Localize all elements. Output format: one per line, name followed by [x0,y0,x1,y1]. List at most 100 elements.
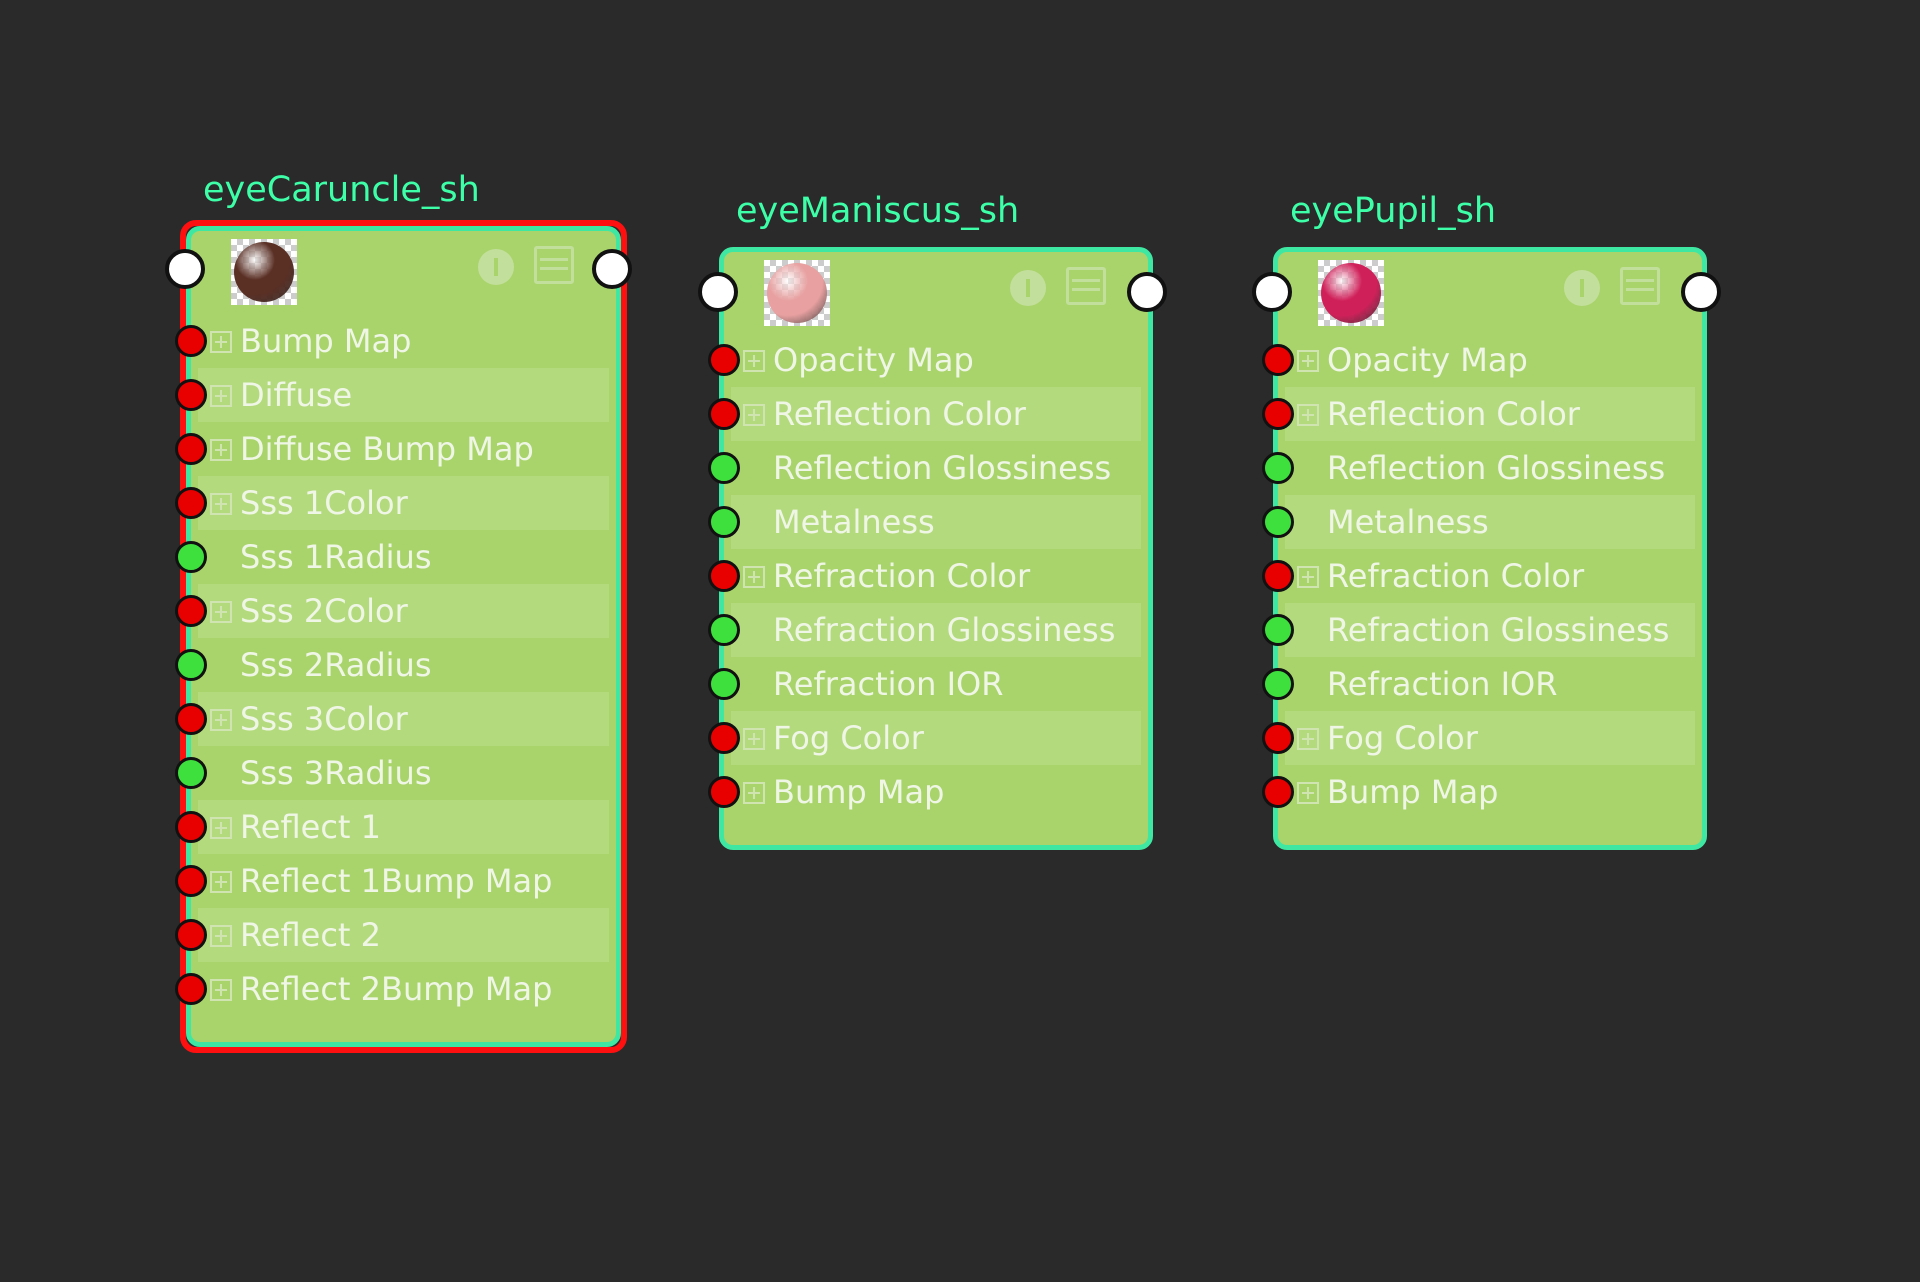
value-input-slot[interactable] [1262,506,1294,538]
input-port[interactable] [165,249,205,289]
map-input-slot[interactable] [1262,560,1294,592]
attribute-row[interactable]: Sss 1Color [175,476,621,530]
expand-plus-icon[interactable] [743,728,765,750]
input-port[interactable] [1252,272,1292,312]
attribute-row[interactable]: Bump Map [708,765,1153,819]
info-icon[interactable] [1564,270,1600,306]
attribute-row[interactable]: Refraction IOR [708,657,1153,711]
value-input-slot[interactable] [708,506,740,538]
value-input-slot[interactable] [1262,668,1294,700]
value-input-slot[interactable] [708,452,740,484]
attribute-row[interactable]: Metalness [708,495,1153,549]
attribute-row[interactable]: Reflect 2Bump Map [175,962,621,1016]
input-port[interactable] [698,272,738,312]
expand-plus-icon[interactable] [210,817,232,839]
expand-plus-icon[interactable] [210,439,232,461]
map-input-slot[interactable] [708,344,740,376]
info-icon[interactable] [1010,270,1046,306]
map-input-slot[interactable] [1262,722,1294,754]
value-input-slot[interactable] [708,614,740,646]
value-input-slot[interactable] [708,668,740,700]
attribute-row[interactable]: Refraction Glossiness [1262,603,1707,657]
value-input-slot[interactable] [175,757,207,789]
list-view-icon[interactable] [1066,267,1106,305]
attribute-row[interactable]: Bump Map [1262,765,1707,819]
value-input-slot[interactable] [175,649,207,681]
attribute-row[interactable]: Refraction Color [1262,549,1707,603]
attribute-row[interactable]: Fog Color [708,711,1153,765]
expand-plus-icon[interactable] [210,601,232,623]
map-input-slot[interactable] [708,722,740,754]
attribute-row[interactable]: Reflection Glossiness [1262,441,1707,495]
map-input-slot[interactable] [175,865,207,897]
attribute-row[interactable]: Opacity Map [708,333,1153,387]
attribute-row[interactable]: Metalness [1262,495,1707,549]
map-input-slot[interactable] [1262,398,1294,430]
info-icon[interactable] [478,249,514,285]
map-input-slot[interactable] [708,776,740,808]
map-input-slot[interactable] [175,325,207,357]
expand-plus-icon[interactable] [210,979,232,1001]
attribute-row[interactable]: Sss 2Color [175,584,621,638]
expand-plus-icon[interactable] [210,331,232,353]
attribute-row[interactable]: Reflection Glossiness [708,441,1153,495]
output-port[interactable] [1681,272,1721,312]
map-input-slot[interactable] [175,973,207,1005]
attribute-row[interactable]: Opacity Map [1262,333,1707,387]
expand-plus-icon[interactable] [210,871,232,893]
map-input-slot[interactable] [1262,344,1294,376]
expand-plus-icon[interactable] [210,709,232,731]
map-input-slot[interactable] [1262,776,1294,808]
map-input-slot[interactable] [175,487,207,519]
map-input-slot[interactable] [175,811,207,843]
expand-plus-icon[interactable] [1297,782,1319,804]
expand-plus-icon[interactable] [210,385,232,407]
value-input-slot[interactable] [1262,452,1294,484]
map-input-slot[interactable] [175,379,207,411]
attribute-row[interactable]: Refraction IOR [1262,657,1707,711]
map-input-slot[interactable] [708,560,740,592]
expand-plus-icon[interactable] [743,782,765,804]
attribute-row[interactable]: Sss 2Radius [175,638,621,692]
map-input-slot[interactable] [175,433,207,465]
output-port[interactable] [592,249,632,289]
attribute-row[interactable]: Diffuse Bump Map [175,422,621,476]
attribute-label: Refraction IOR [1327,665,1558,703]
attribute-row[interactable]: Fog Color [1262,711,1707,765]
expand-plus-icon[interactable] [743,404,765,426]
attribute-row[interactable]: Reflect 1Bump Map [175,854,621,908]
expand-plus-icon[interactable] [743,566,765,588]
expand-plus-icon[interactable] [1297,566,1319,588]
list-view-icon[interactable] [1620,267,1660,305]
map-input-slot[interactable] [175,919,207,951]
expand-plus-icon[interactable] [1297,404,1319,426]
expand-plus-icon[interactable] [210,925,232,947]
output-port[interactable] [1127,272,1167,312]
attribute-row[interactable]: Reflection Color [708,387,1153,441]
value-input-slot[interactable] [175,541,207,573]
attribute-row[interactable]: Reflection Color [1262,387,1707,441]
list-view-icon[interactable] [534,246,574,284]
attribute-row[interactable]: Bump Map [175,314,621,368]
value-input-slot[interactable] [1262,614,1294,646]
attribute-row[interactable]: Sss 1Radius [175,530,621,584]
attribute-row[interactable]: Diffuse [175,368,621,422]
row-background [731,495,1141,549]
attribute-row[interactable]: Reflect 2 [175,908,621,962]
map-input-slot[interactable] [175,595,207,627]
expand-plus-icon[interactable] [1297,728,1319,750]
map-input-slot[interactable] [708,398,740,430]
attribute-row[interactable]: Refraction Color [708,549,1153,603]
expand-plus-icon[interactable] [743,350,765,372]
attribute-row[interactable]: Sss 3Color [175,692,621,746]
attribute-row[interactable]: Refraction Glossiness [708,603,1153,657]
expand-plus-icon[interactable] [210,493,232,515]
map-input-slot[interactable] [175,703,207,735]
attribute-row[interactable]: Reflect 1 [175,800,621,854]
attribute-row[interactable]: Sss 3Radius [175,746,621,800]
expand-plus-icon[interactable] [1297,350,1319,372]
